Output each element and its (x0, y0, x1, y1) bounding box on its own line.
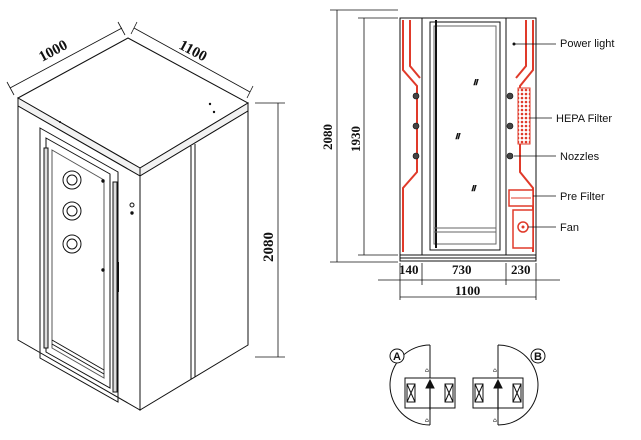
center-door (421, 17, 507, 256)
leader-lines (514, 43, 556, 228)
iso-dimension-lines (6, 21, 285, 358)
iso-depth-label: 1000 (36, 37, 70, 65)
svg-text://: // (474, 79, 479, 86)
plan-a (389, 344, 456, 426)
nozzle-icon (506, 122, 514, 130)
label-nozzles: Nozzles (560, 151, 600, 163)
iso-door-glass (51, 149, 105, 379)
dim-center-section: 730 (452, 262, 472, 277)
plan-a-marker (389, 348, 405, 364)
plan-a-arrow-icon (425, 378, 435, 389)
label-fan: Fan (560, 222, 579, 234)
front-inner-height-label: 1930 (348, 126, 363, 152)
glass-marks: // // // (456, 79, 480, 193)
right-nozzles (506, 92, 514, 160)
nozzle-icon (62, 201, 82, 221)
svg-text:⌂: ⌂ (425, 417, 429, 424)
plan-b (472, 344, 546, 426)
label-pre-filter: Pre Filter (560, 191, 605, 203)
svg-text:⌂: ⌂ (493, 367, 497, 374)
label-hepa-filter: HEPA Filter (556, 113, 612, 125)
front-elevation: // // // (399, 17, 537, 262)
hepa-filter-block (517, 87, 531, 145)
power-light-icon (512, 42, 516, 46)
dim-right-section: 230 (511, 262, 531, 277)
plan-b-arrow-icon (493, 378, 503, 389)
dim-total-width: 1100 (455, 283, 480, 298)
nozzle-icon (412, 122, 420, 130)
front-dimension-lines (330, 9, 560, 300)
iso-width-label: 1100 (176, 37, 209, 65)
nozzle-icon (412, 92, 420, 100)
nozzle-icon (62, 170, 82, 190)
svg-text://: // (472, 185, 477, 192)
svg-text:⌂: ⌂ (425, 367, 429, 374)
plan-b-label: B (534, 351, 542, 363)
nozzle-icon (506, 152, 514, 160)
label-power-light: Power light (560, 38, 614, 50)
iso-nozzles (62, 170, 105, 272)
plan-b-marker (530, 348, 546, 364)
front-total-height-label: 2080 (320, 124, 335, 150)
nozzle-icon (506, 92, 514, 100)
svg-text:⌂: ⌂ (493, 417, 497, 424)
left-nozzles (412, 92, 420, 160)
iso-side-face (139, 110, 249, 411)
nozzle-icon (62, 234, 82, 254)
isometric-view (16, 37, 250, 411)
nozzle-icon (412, 152, 420, 160)
dim-left-section: 140 (399, 262, 419, 277)
plan-a-label: A (393, 351, 401, 363)
iso-height-label: 2080 (261, 232, 277, 262)
svg-text://: // (456, 133, 461, 140)
iso-door-frame (39, 127, 119, 403)
